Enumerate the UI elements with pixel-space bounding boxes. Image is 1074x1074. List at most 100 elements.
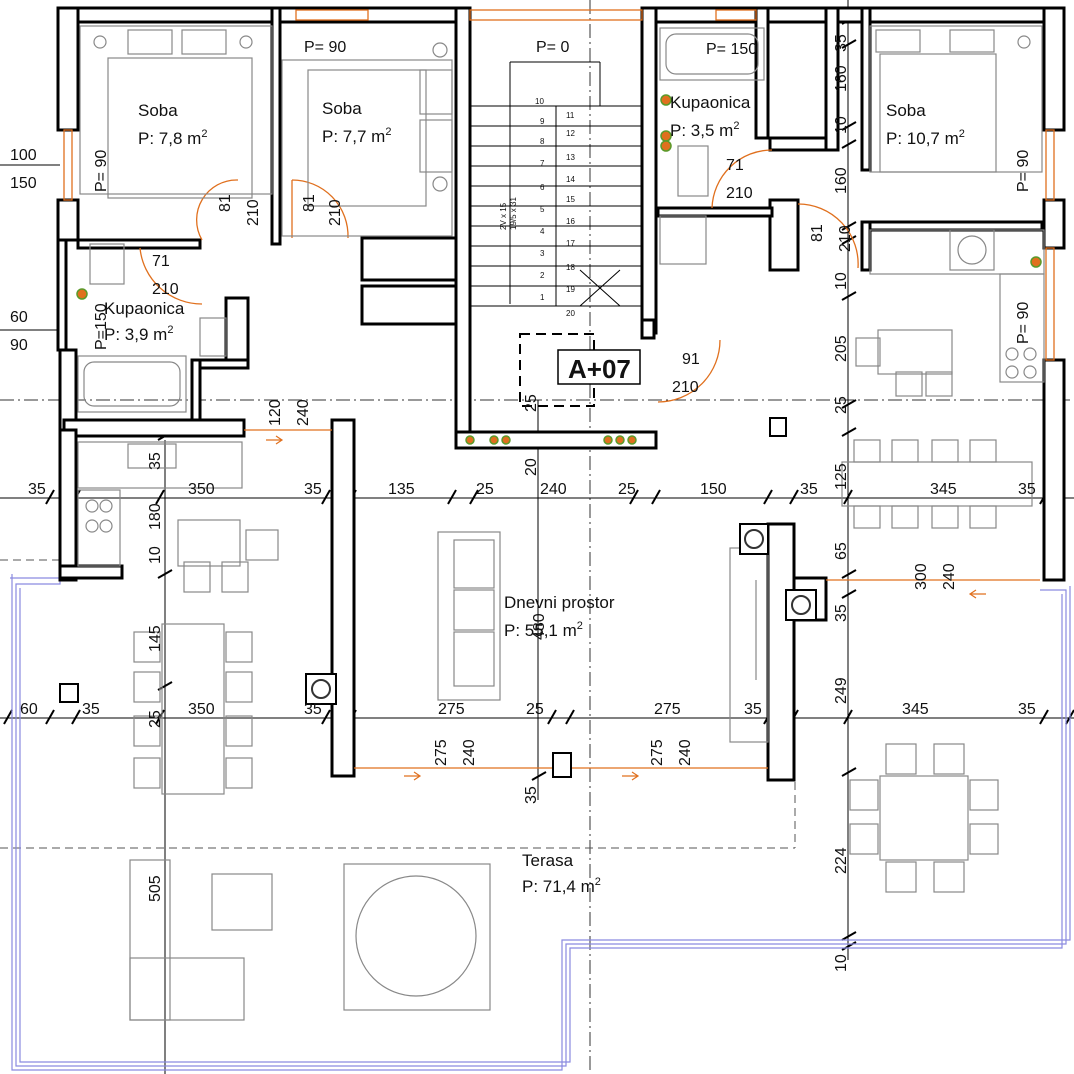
dim-right-3: 160 xyxy=(833,167,850,194)
room-dnevni-prostor-name: Dnevni prostor xyxy=(504,593,615,612)
dim-240b: 240 xyxy=(941,563,958,590)
dim-row2-7: 35 xyxy=(744,701,762,718)
dim-91: 91 xyxy=(682,351,700,368)
stair-step-1: 1 xyxy=(540,293,545,302)
dim-row2-8: 345 xyxy=(902,701,929,718)
dim-left-150: 150 xyxy=(10,175,37,192)
dim-row2-1: 35 xyxy=(82,701,100,718)
stair-step-5: 5 xyxy=(540,205,545,214)
room-soba-1-area: P: 7,8 m2 xyxy=(138,128,207,148)
dim-275b: 275 xyxy=(649,739,666,766)
dim-row2-4: 275 xyxy=(438,701,465,718)
doors xyxy=(139,149,859,403)
room-dnevni-prostor-area: P: 55,1 m2 xyxy=(504,620,583,640)
dim-210b: 210 xyxy=(245,199,262,226)
stairs: 10 9 8 7 6 5 4 3 2 1 11 12 13 14 15 16 1… xyxy=(469,61,643,318)
stair-step-14: 14 xyxy=(566,175,575,184)
room-soba-3-area: P: 10,7 m2 xyxy=(886,128,965,148)
dim-210f: 210 xyxy=(672,379,699,396)
windows xyxy=(63,9,1055,769)
room-kupaonica-2-name: Kupaonica xyxy=(670,93,751,112)
stair-step-8: 8 xyxy=(540,137,545,146)
dim-240a: 240 xyxy=(295,399,312,426)
stair-step-10: 10 xyxy=(535,97,544,106)
dim-240c: 240 xyxy=(461,739,478,766)
dim-row1-3: 135 xyxy=(388,481,415,498)
dim-210a: 210 xyxy=(152,281,179,298)
dim-71b: 71 xyxy=(726,157,744,174)
dim-81b: 81 xyxy=(301,194,318,212)
parapet-p0: P= 0 xyxy=(536,39,569,56)
parapet-p150: P= 150 xyxy=(706,41,757,58)
dim-right-11: 224 xyxy=(833,847,850,874)
dim-right-10: 249 xyxy=(833,677,850,704)
dim-row1-7: 150 xyxy=(700,481,727,498)
dim-120: 120 xyxy=(267,399,284,426)
terrace-railing xyxy=(10,574,1071,1071)
dim-right-4: 10 xyxy=(833,272,850,290)
stair-step-6: 6 xyxy=(540,183,545,192)
dim-right-5: 205 xyxy=(833,335,850,362)
dim-row2-0: 60 xyxy=(20,701,38,718)
dim-210d: 210 xyxy=(726,185,753,202)
dim-row1-1: 350 xyxy=(188,481,215,498)
stair-step-2: 2 xyxy=(540,271,545,280)
stair-step-7: 7 xyxy=(540,159,545,168)
unit-label-text: A+07 xyxy=(568,354,631,384)
dimension-labels: 100 150 60 90 71 210 81 210 81 210 71 21… xyxy=(10,34,1036,972)
dim-right-9: 35 xyxy=(833,604,850,622)
dim-25a: 25 xyxy=(523,394,540,412)
stair-step-20: 20 xyxy=(566,309,575,318)
parapet-p90-top: P= 90 xyxy=(304,39,346,56)
stair-step-11: 11 xyxy=(566,111,575,120)
parapet-p150-bath: P=150 xyxy=(93,303,110,350)
dim-480: 480 xyxy=(531,613,548,640)
dim-left-60: 60 xyxy=(10,309,28,326)
room-soba-2-name: Soba xyxy=(322,99,362,118)
dim-right-8: 65 xyxy=(833,542,850,560)
dim-row1-10: 35 xyxy=(1018,481,1036,498)
parapet-p90-left: P= 90 xyxy=(93,150,110,192)
room-terasa-area: P: 71,4 m2 xyxy=(522,876,601,896)
room-labels: Soba P: 7,8 m2 Soba P: 7,7 m2 Soba P: 10… xyxy=(104,93,965,896)
dim-row1-5: 240 xyxy=(540,481,567,498)
dim-20: 20 xyxy=(523,458,540,476)
dim-row2-9: 35 xyxy=(1018,701,1036,718)
parapet-p90-kitchen: P= 90 xyxy=(1015,302,1032,344)
room-kupaonica-1-area: P: 3,9 m2 xyxy=(104,324,173,344)
room-soba-2-area: P: 7,7 m2 xyxy=(322,126,391,146)
dim-row1-0: 35 xyxy=(28,481,46,498)
dim-210e: 210 xyxy=(837,225,854,252)
columns xyxy=(59,417,817,778)
dim-leftcol-2: 10 xyxy=(147,546,164,564)
room-terasa-name: Terasa xyxy=(522,851,574,870)
dim-300: 300 xyxy=(913,563,930,590)
stair-spec: 2V x 15 xyxy=(499,202,508,230)
stair-step-19: 19 xyxy=(566,285,575,294)
dim-row2-2: 350 xyxy=(188,701,215,718)
room-kupaonica-1-name: Kupaonica xyxy=(104,299,185,318)
dim-right-2: 10 xyxy=(833,116,850,134)
dim-row2-5: 25 xyxy=(526,701,544,718)
room-soba-1-name: Soba xyxy=(138,101,178,120)
direction-arrows xyxy=(266,435,986,781)
stair-step-18: 18 xyxy=(566,263,575,272)
dim-leftcol-1: 180 xyxy=(147,503,164,530)
furniture xyxy=(77,25,1045,1021)
stair-step-17: 17 xyxy=(566,239,575,248)
dim-leftcol-3: 145 xyxy=(147,625,164,652)
dim-35c: 35 xyxy=(523,786,540,804)
stair-step-3: 3 xyxy=(540,249,545,258)
dim-81c: 81 xyxy=(809,224,826,242)
dim-left-90: 90 xyxy=(10,337,28,354)
dim-row1-2: 35 xyxy=(304,481,322,498)
dim-right-0: 35 xyxy=(833,34,850,52)
dim-row1-9: 345 xyxy=(930,481,957,498)
dim-71a: 71 xyxy=(152,253,170,270)
room-kupaonica-2-area: P: 3,5 m2 xyxy=(670,120,739,140)
walls xyxy=(56,6,1066,782)
dim-row1-8: 35 xyxy=(800,481,818,498)
dim-row2-6: 275 xyxy=(654,701,681,718)
